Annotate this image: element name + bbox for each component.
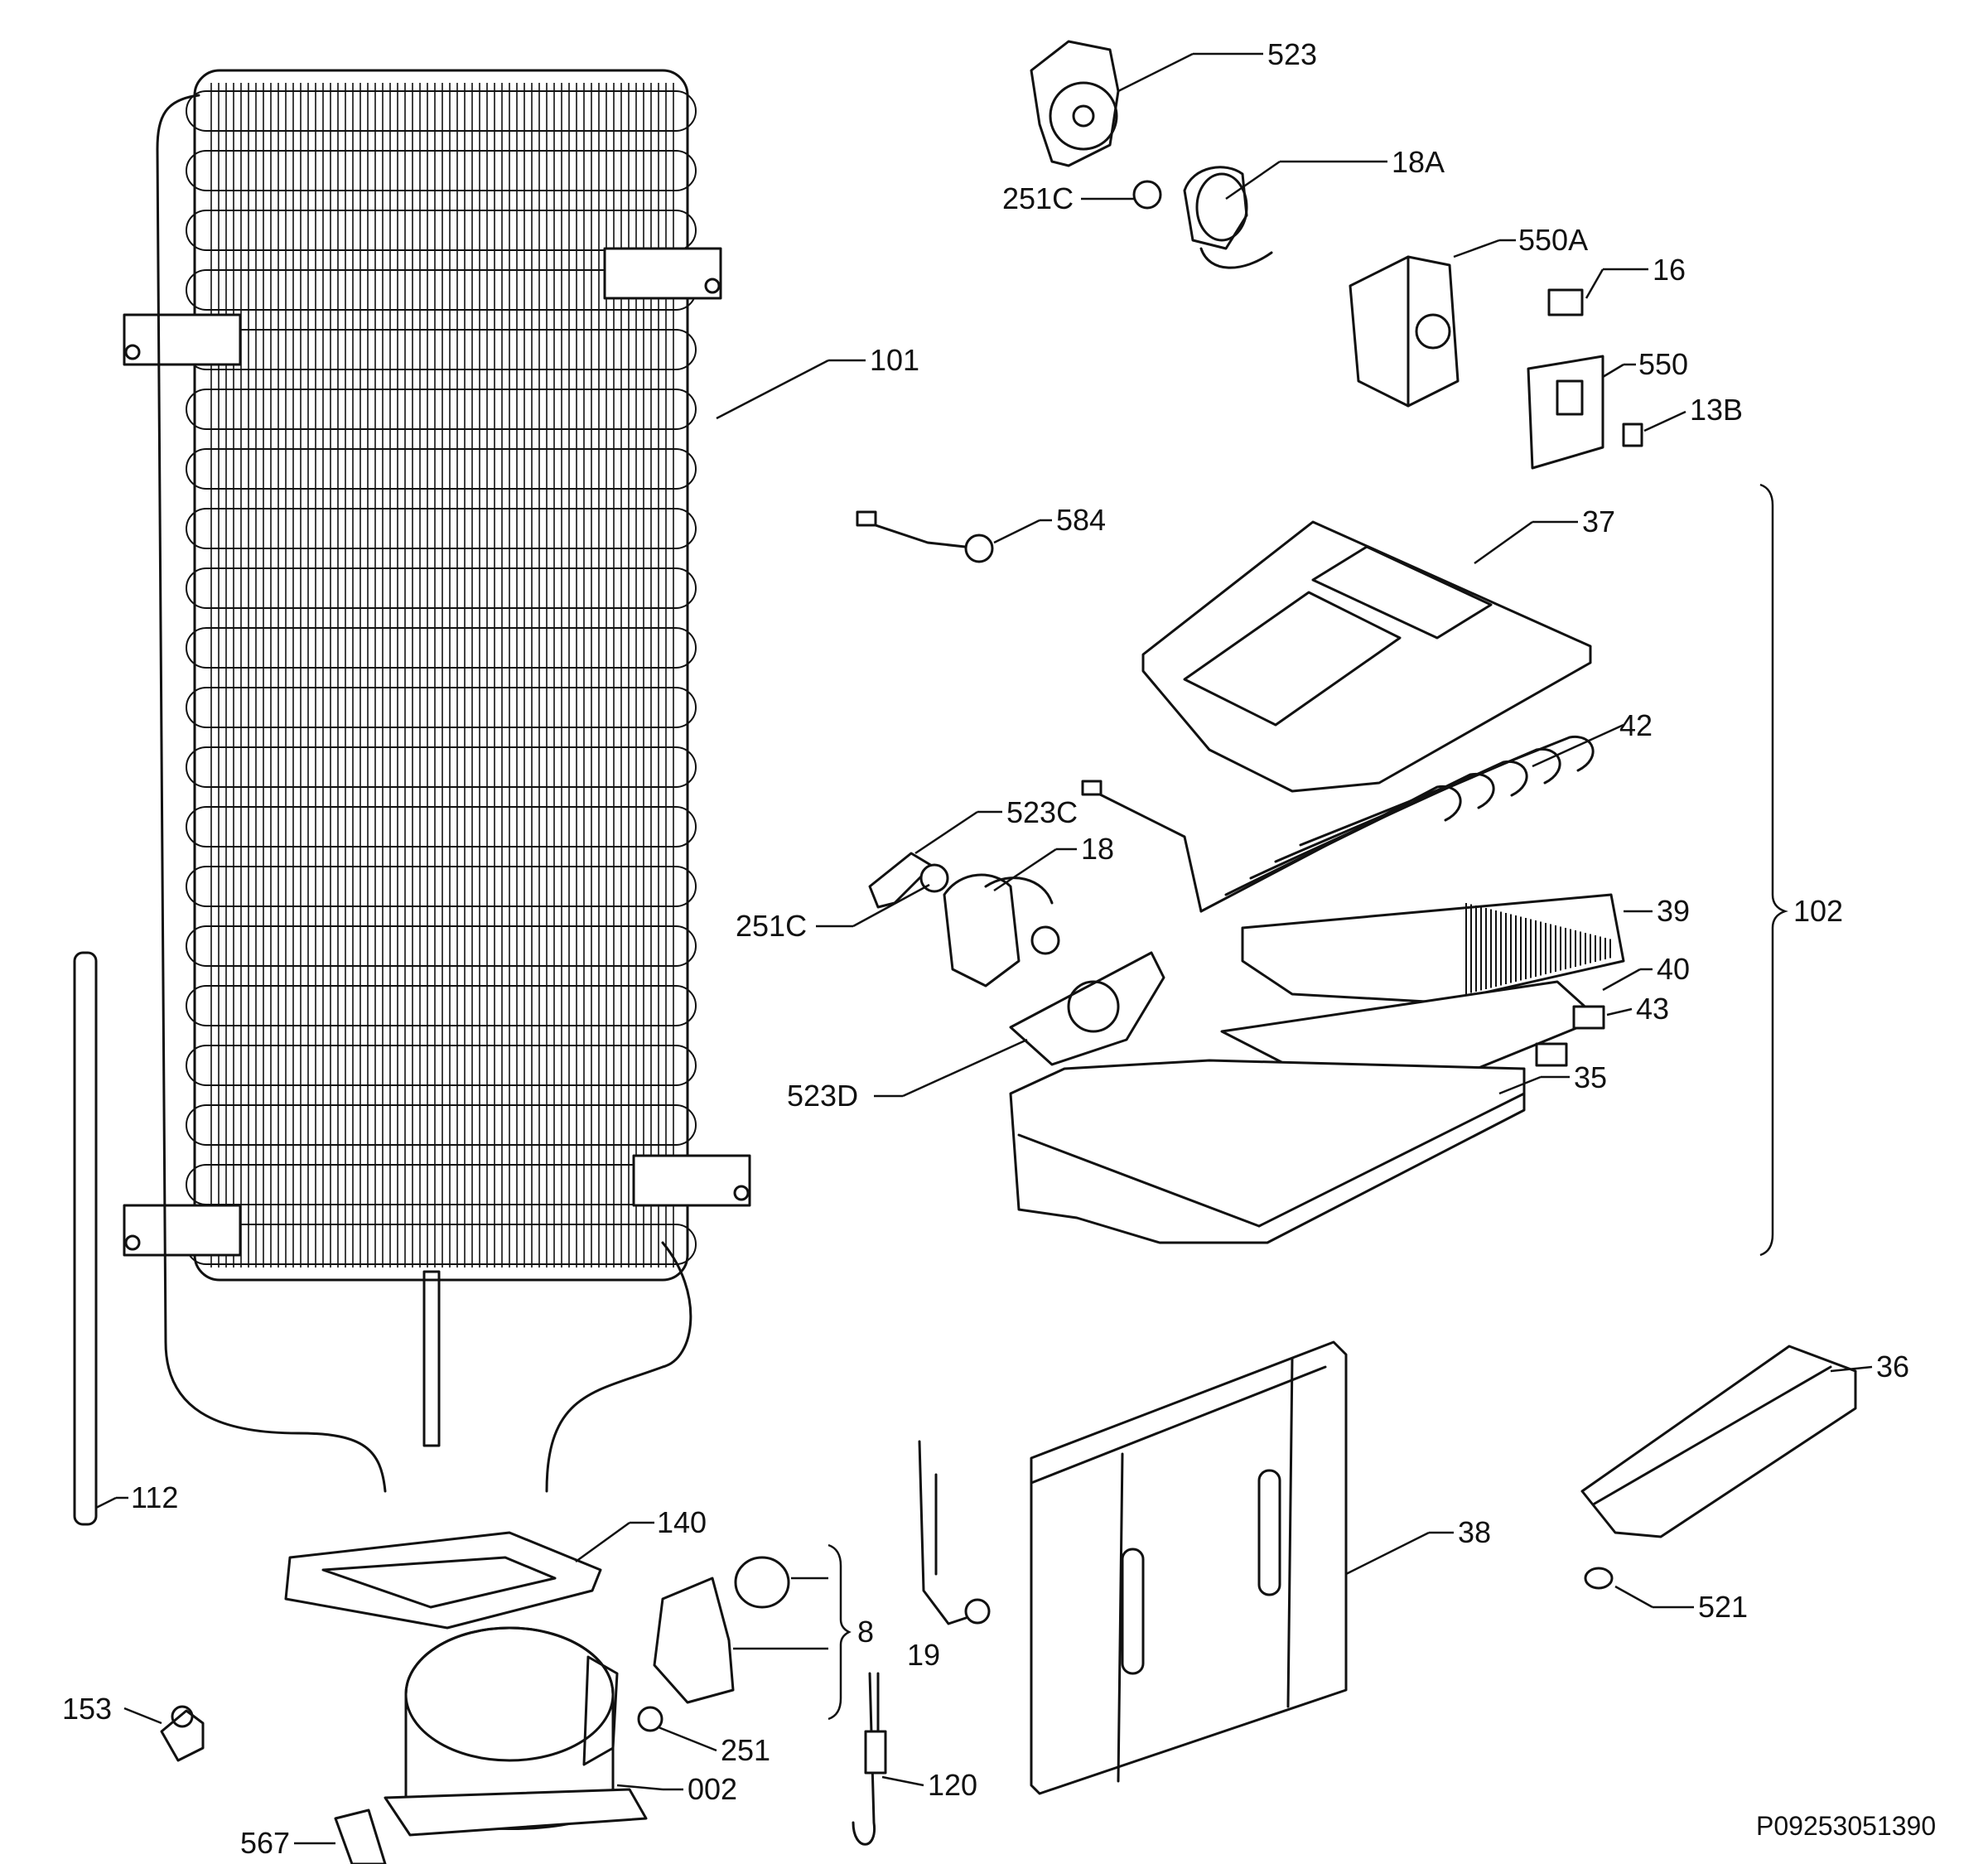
drain-tray-part [1009, 1059, 1526, 1244]
callout-18: 18 [1081, 832, 1114, 866]
connector-part [1572, 1005, 1605, 1030]
callout-523c: 523C [1006, 795, 1078, 829]
callout-102: 102 [1793, 894, 1843, 928]
fan-motor-part [1183, 166, 1273, 269]
wire-part [852, 1672, 887, 1846]
grommet-part [637, 1706, 663, 1732]
callout-112: 112 [131, 1480, 178, 1514]
callout-18a: 18A [1392, 145, 1445, 179]
callout-521: 521 [1698, 1590, 1748, 1624]
callout-523d: 523D [787, 1079, 858, 1113]
callout-36: 36 [1876, 1350, 1909, 1384]
callout-120: 120 [928, 1768, 977, 1802]
callout-567: 567 [240, 1826, 290, 1860]
relay-part [653, 1556, 790, 1704]
rail-part [1580, 1345, 1857, 1538]
callout-153: 153 [62, 1692, 112, 1726]
leader-lines [95, 52, 1873, 1845]
control-box-part [1349, 255, 1460, 408]
callout-13b: 13B [1690, 393, 1743, 427]
bushing-part [1132, 180, 1162, 210]
callout-43: 43 [1636, 992, 1669, 1026]
callout-38: 38 [1458, 1515, 1491, 1549]
callout-40: 40 [1657, 952, 1690, 986]
evaporator-part [1241, 893, 1625, 1004]
callout-35: 35 [1574, 1060, 1607, 1094]
back-panel-part [1030, 1340, 1348, 1795]
heater-part [1081, 736, 1595, 913]
callout-584: 584 [1056, 503, 1106, 537]
callout-550: 550 [1638, 347, 1688, 381]
reference-code: P09253051390 [1756, 1811, 1936, 1841]
valve-part [160, 1705, 205, 1762]
switch-part [1547, 288, 1584, 316]
callout-251c-top: 251C [1002, 181, 1074, 215]
compressor-base-part [284, 1531, 602, 1630]
callout-37: 37 [1582, 505, 1615, 538]
fan-part [943, 873, 1054, 988]
condenser-part [123, 69, 751, 1493]
callout-8: 8 [857, 1615, 874, 1649]
spacer-part [334, 1808, 387, 1864]
clip-part [1622, 423, 1643, 447]
fan-housing-part [1030, 40, 1120, 167]
callout-42: 42 [1619, 708, 1653, 742]
compressor-part [384, 1626, 648, 1837]
callout-16: 16 [1653, 253, 1686, 287]
callout-101: 101 [870, 343, 919, 377]
callout-19: 19 [907, 1638, 940, 1672]
callout-523: 523 [1267, 37, 1317, 71]
cover-panel-part [1527, 355, 1604, 470]
evaporator-cover-part [1141, 520, 1592, 793]
callout-39: 39 [1657, 894, 1690, 928]
ring-part [1584, 1567, 1614, 1590]
callout-251: 251 [721, 1733, 770, 1767]
callout-550a: 550A [1518, 223, 1588, 257]
hub-part [1030, 925, 1060, 955]
callout-140: 140 [657, 1505, 707, 1539]
callout-labels: 523 251C 18A 550A 16 550 13B 101 584 37 … [62, 37, 1936, 1860]
power-cable-part [918, 1440, 991, 1625]
callout-251c-mid: 251C [736, 909, 807, 943]
tube-part [73, 951, 98, 1526]
sensor-part [856, 510, 994, 563]
bracket-part [868, 852, 934, 909]
connector-part-2 [1535, 1042, 1568, 1067]
fan-plate-part [1009, 951, 1165, 1066]
callout-002: 002 [688, 1772, 737, 1806]
